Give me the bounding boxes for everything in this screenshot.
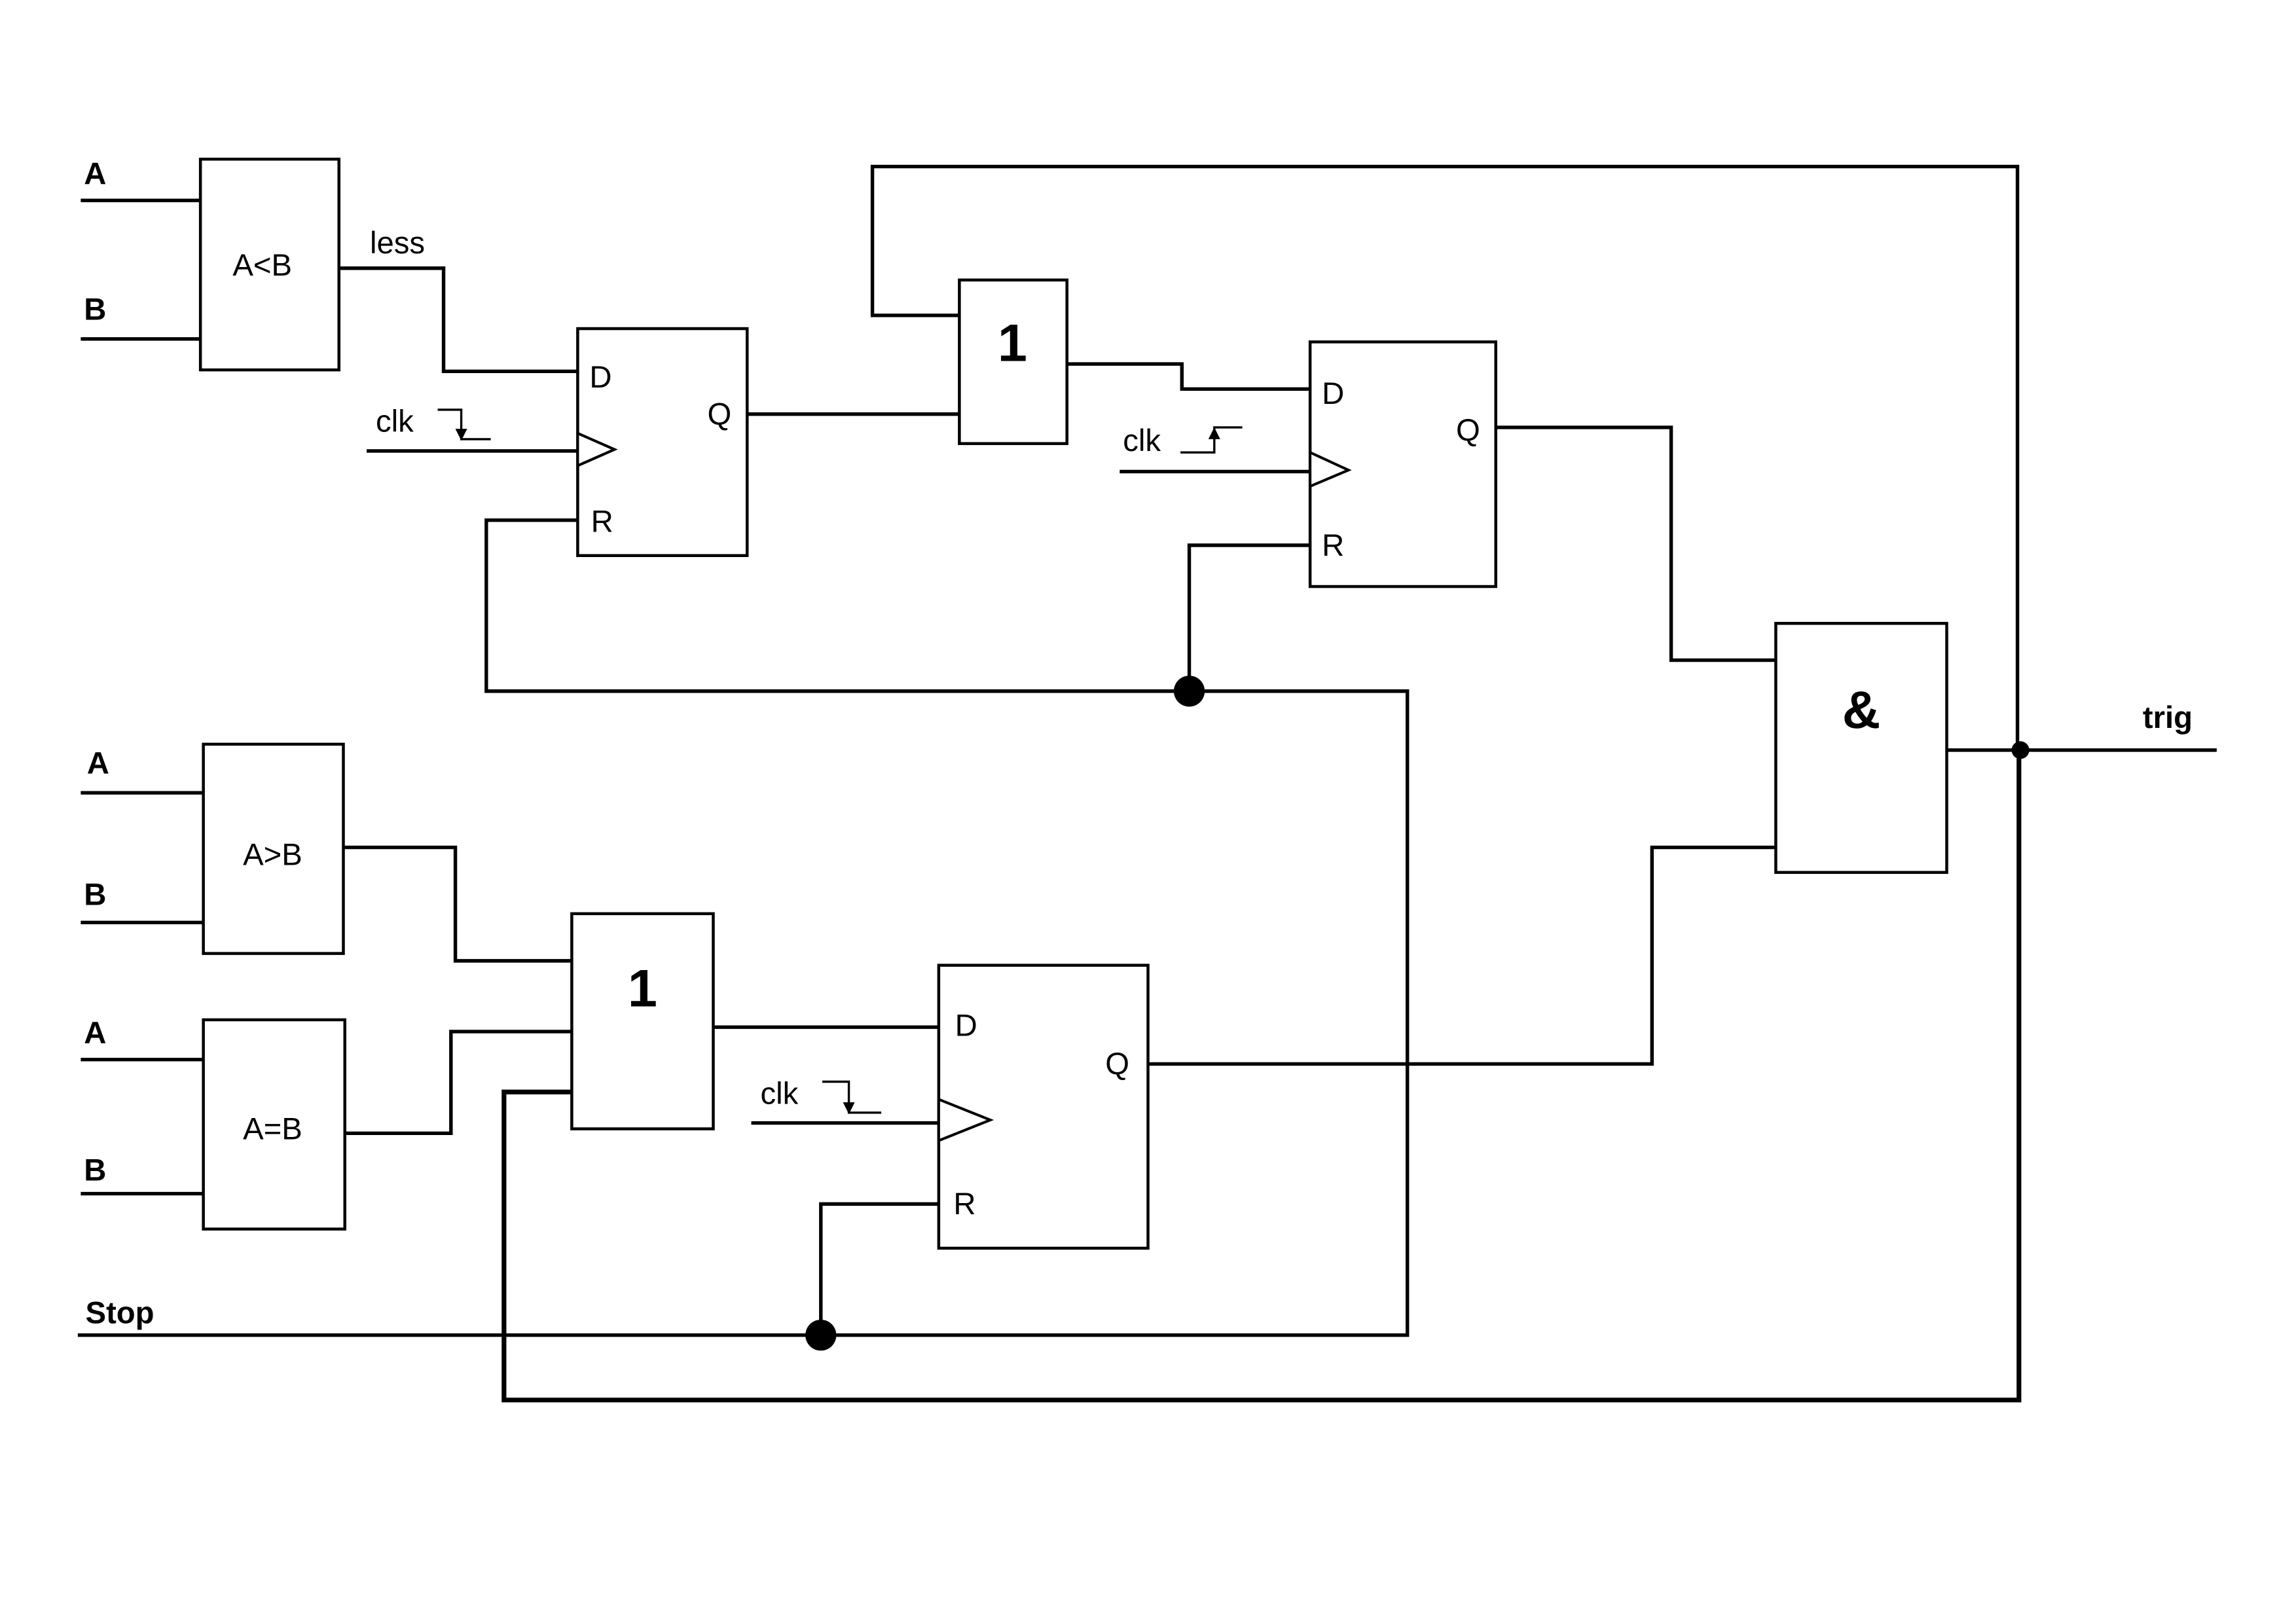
rising-edge-icon (1180, 426, 1243, 454)
wire-ff3-q (1146, 845, 1778, 1066)
signal-label-clk: clk (760, 1076, 798, 1111)
wire-trig-feedback-bottom (501, 749, 2022, 1403)
comparator-less-than: A<B (198, 157, 340, 372)
wire-eq-out (343, 1030, 574, 1135)
pin-q: Q (707, 397, 731, 431)
pin-r: R (1322, 528, 1344, 563)
wire-gt-out (341, 845, 574, 963)
input-label-b: B (84, 293, 106, 327)
falling-edge-icon (822, 1080, 882, 1115)
wire-reset-ff1 (77, 518, 1410, 1337)
wire-ff2-q (1494, 425, 1778, 662)
comparator-label: A=B (243, 1111, 302, 1146)
input-label-a: A (84, 156, 106, 191)
comparator-label: A<B (232, 248, 292, 283)
pin-r: R (591, 505, 613, 539)
pin-r: R (953, 1187, 975, 1221)
pin-q: Q (1456, 413, 1480, 448)
input-label-b: B (84, 877, 106, 912)
falling-edge-icon (437, 408, 491, 441)
pin-d: D (589, 360, 611, 395)
wire-reset-ff2 (1187, 543, 1312, 693)
or-gate-symbol: 1 (998, 314, 1027, 373)
wire-or1-out (1065, 362, 1312, 391)
wire-trig-feedback-top (870, 164, 2020, 752)
comparator-greater-than: A>B (202, 742, 345, 955)
junction-dot (805, 1320, 837, 1351)
comparator-label: A>B (243, 838, 302, 873)
flipflop-1: D Q R (576, 327, 749, 558)
and-gate: & (1774, 622, 1948, 875)
or-gate-bottom: 1 (570, 912, 715, 1130)
or-gate-top: 1 (958, 278, 1068, 445)
pin-d: D (955, 1009, 977, 1043)
input-label-a: A (87, 746, 109, 781)
and-gate-symbol: & (1842, 681, 1881, 740)
pin-d: D (1322, 376, 1344, 411)
signal-label-stop: Stop (86, 1296, 155, 1331)
flipflop-3: D Q R (937, 964, 1150, 1250)
input-label-a: A (84, 1016, 106, 1051)
signal-label-clk: clk (1123, 424, 1161, 458)
signal-label-trig: trig (2143, 700, 2193, 735)
wires (77, 164, 2217, 1403)
junction-dot (2011, 741, 2030, 759)
flipflop-2: D Q R (1308, 340, 1497, 588)
wire-reset-ff3 (819, 1202, 941, 1337)
junction-dot (1173, 676, 1205, 707)
signal-label-less: less (370, 226, 425, 261)
signal-label-clk: clk (376, 405, 414, 439)
pin-q: Q (1105, 1047, 1129, 1081)
or-gate-symbol: 1 (628, 960, 657, 1019)
wire-less (337, 266, 580, 374)
input-label-b: B (84, 1153, 106, 1187)
comparator-equal: A=B (202, 1018, 346, 1231)
